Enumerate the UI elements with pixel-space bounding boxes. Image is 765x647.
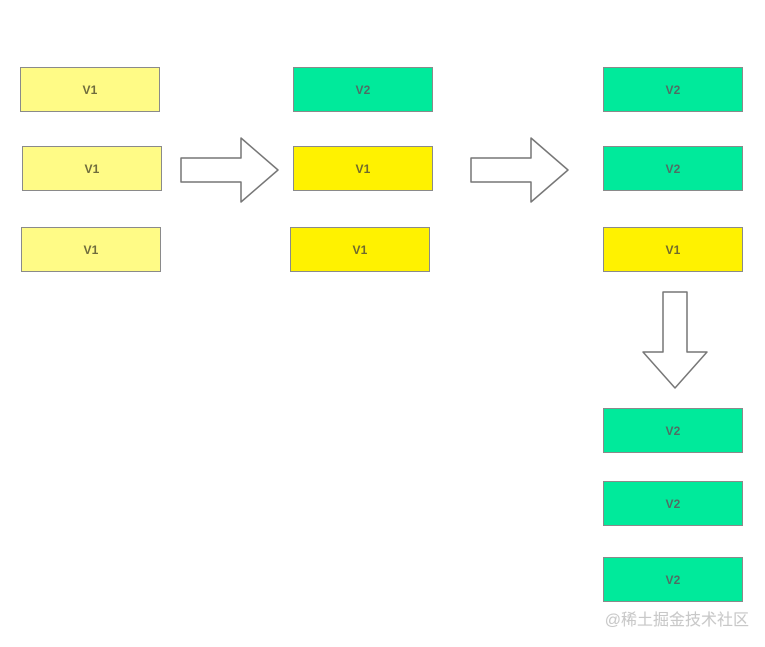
bottom-box-2: V2 bbox=[603, 481, 743, 526]
left-box-2-label: V1 bbox=[84, 161, 100, 176]
middle-box-3: V1 bbox=[290, 227, 430, 272]
middle-box-1: V2 bbox=[293, 67, 433, 112]
middle-box-3-label: V1 bbox=[352, 242, 368, 257]
left-box-3: V1 bbox=[21, 227, 161, 272]
bottom-box-1-label: V2 bbox=[665, 423, 681, 438]
down-arrow-icon bbox=[642, 291, 708, 389]
middle-box-1-label: V2 bbox=[355, 82, 371, 97]
right-box-1-label: V2 bbox=[665, 82, 681, 97]
left-box-1-label: V1 bbox=[82, 82, 98, 97]
right-arrow-icon bbox=[180, 137, 279, 203]
bottom-box-1: V2 bbox=[603, 408, 743, 453]
middle-box-2: V1 bbox=[293, 146, 433, 191]
right-box-1: V2 bbox=[603, 67, 743, 112]
bottom-box-3: V2 bbox=[603, 557, 743, 602]
left-box-2: V1 bbox=[22, 146, 162, 191]
right-box-2-label: V2 bbox=[665, 161, 681, 176]
right-box-2: V2 bbox=[603, 146, 743, 191]
bottom-box-2-label: V2 bbox=[665, 496, 681, 511]
right-box-3-label: V1 bbox=[665, 242, 681, 257]
right-box-3: V1 bbox=[603, 227, 743, 272]
right-arrow-icon bbox=[470, 137, 569, 203]
bottom-box-3-label: V2 bbox=[665, 572, 681, 587]
left-box-3-label: V1 bbox=[83, 242, 99, 257]
left-box-1: V1 bbox=[20, 67, 160, 112]
middle-box-2-label: V1 bbox=[355, 161, 371, 176]
watermark-text: @稀土掘金技术社区 bbox=[604, 612, 749, 629]
